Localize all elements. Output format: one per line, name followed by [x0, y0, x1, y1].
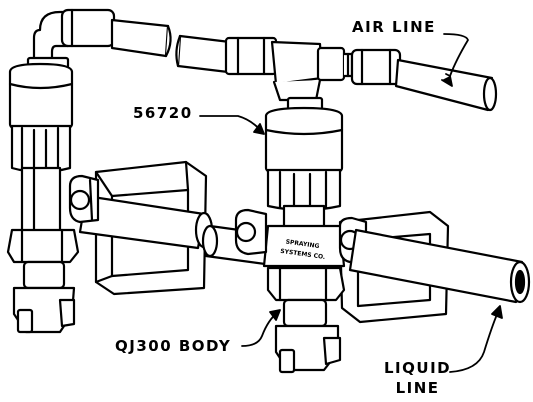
right-nozzle-body [262, 224, 346, 374]
air-line-pipe [32, 8, 498, 112]
left-nozzle-assembly [6, 56, 80, 334]
part-number-label: 56720 [133, 104, 193, 122]
left-clamp-nut [68, 174, 100, 224]
liquid-line-label: LIQUID LINE [384, 358, 451, 398]
liquid-line-pipe [348, 228, 531, 304]
right-clamp-nuts [234, 208, 368, 264]
qj300-body-label: QJ300 BODY [115, 337, 232, 355]
air-line-label: AIR LINE [352, 18, 436, 36]
liquid-line-label-line-2: LINE [395, 379, 440, 397]
liquid-line-label-line-1: LIQUID [384, 359, 452, 377]
stamp-line-1: SPRAYING [285, 238, 320, 250]
right-nozzle-assembly [264, 96, 344, 236]
callout-leaders [199, 33, 503, 373]
